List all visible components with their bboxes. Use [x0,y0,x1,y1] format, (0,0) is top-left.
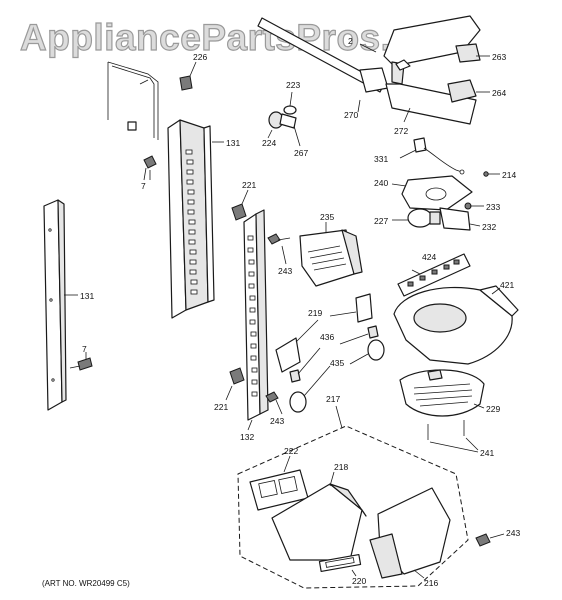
label-263: 263 [492,52,506,62]
board-424 [397,253,471,297]
light-cover-240 [391,175,473,211]
gasket-220 [318,554,362,577]
screw-7-lower [69,352,93,371]
housing-421 [393,285,519,365]
socket-331 [399,137,465,175]
label-232: 232 [482,222,496,232]
label-272: 272 [394,126,408,136]
label-220: 220 [352,576,366,586]
label-435: 435 [330,358,344,368]
label-267: 267 [294,148,308,158]
label-235: 235 [320,212,334,222]
screw-243-right [475,533,505,547]
cover-235-grille [307,245,347,271]
rail-131-left [43,199,78,411]
label-222: 222 [284,446,298,456]
rail-131-center [167,119,224,319]
label-131-left: 131 [80,291,94,301]
cabinet-corner [107,61,159,140]
art-number: (ART NO. WR20499 C5) [42,579,130,588]
label-243-right: 243 [506,528,520,538]
label-424: 424 [422,252,436,262]
label-214: 214 [502,170,516,180]
label-240: 240 [374,178,388,188]
rail-132-slots [247,235,258,397]
label-218: 218 [334,462,348,472]
label-233: 233 [486,202,500,212]
socket-436 [289,325,379,383]
label-216: 216 [424,578,438,588]
duct-218 [271,471,367,561]
label-227: 227 [374,216,388,226]
label-221-lower: 221 [214,402,228,412]
label-219: 219 [308,308,322,318]
bulb-435 [289,339,385,413]
clip-221-lower [225,367,245,401]
part-labels: 226 2 263 264 223 270 272 224 267 131 13… [80,36,520,588]
cover-235 [299,222,363,287]
kit-217-boundary [237,405,469,589]
label-241: 241 [480,448,494,458]
label-229: 229 [486,404,500,414]
lens-219-left [275,319,319,373]
screw-243-lower [265,391,283,415]
label-7-lower: 7 [82,344,87,354]
lens-219-right [329,293,373,323]
label-132: 132 [240,432,254,442]
label-223: 223 [286,80,300,90]
label-7-upper: 7 [141,181,146,191]
clip-226 [179,61,197,91]
label-2: 2 [348,36,353,46]
label-243-lower: 243 [270,416,284,426]
bracket-232 [439,202,484,231]
damper-assembly [267,91,301,147]
board-424-components [407,259,460,287]
label-421: 421 [500,280,514,290]
label-131-center: 131 [226,138,240,148]
label-264: 264 [492,88,506,98]
screw-7-upper [143,155,157,181]
label-226: 226 [193,52,207,62]
duct-216 [369,487,451,579]
top-tube-assembly [257,15,490,125]
label-243-mid: 243 [278,266,292,276]
label-224: 224 [262,138,276,148]
label-436: 436 [320,332,334,342]
screw-243-mid [267,233,291,265]
rail-132 [243,209,269,431]
clip-221-upper [231,189,249,221]
rail-131-center-slots [185,149,198,295]
label-221-upper: 221 [242,180,256,190]
screws-241 [427,420,479,453]
bulb-227 [392,208,441,228]
label-217: 217 [326,394,340,404]
tray-229 [399,369,485,417]
label-270: 270 [344,110,358,120]
screw-214 [483,171,500,177]
tray-229-grille [413,383,473,407]
label-331: 331 [374,154,388,164]
